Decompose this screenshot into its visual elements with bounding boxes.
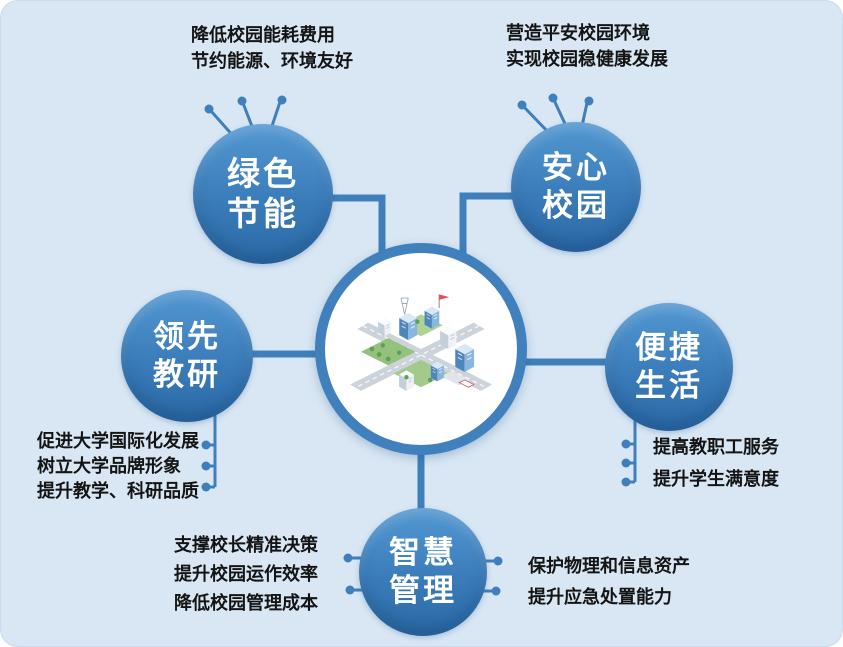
- campus-illustration: [350, 294, 492, 392]
- antenna-dots: [201, 93, 631, 596]
- annotation-convenient-life: 提高教职工服务 提升学生满意度: [653, 431, 779, 495]
- annotation-line: 提升教学、科研品质: [37, 481, 199, 501]
- annotation-line: 提升应急处置能力: [528, 587, 672, 607]
- annotation-line: 提高教职工服务: [653, 437, 779, 457]
- annotation-safe-campus: 营造平安校园环境 实现校园稳健康发展: [506, 20, 668, 72]
- node-label-line: 绿色: [227, 154, 299, 192]
- node-green-energy: 绿色 节能: [193, 124, 333, 264]
- node-label-line: 管理: [389, 573, 457, 608]
- annotation-smart-management-right: 保护物理和信息资产 提升应急处置能力: [528, 551, 690, 613]
- annotation-line: 降低校园管理成本: [174, 593, 318, 613]
- annotation-leading-research: 促进大学国际化发展 树立大学品牌形象 提升教学、科研品质: [37, 429, 199, 504]
- annotation-line: 保护物理和信息资产: [528, 556, 690, 576]
- annotation-line: 促进大学国际化发展: [37, 431, 199, 451]
- annotation-line: 降低校园能耗费用: [191, 25, 335, 45]
- node-smart-management: 智慧 管理: [359, 508, 487, 636]
- annotation-line: 营造平安校园环境: [506, 23, 650, 43]
- annotation-smart-management-left: 支撑校长精准决策 提升校园运作效率 降低校园管理成本: [174, 531, 318, 618]
- node-leading-research: 领先 教研: [121, 290, 253, 422]
- node-label-line: 校园: [542, 188, 610, 223]
- node-label-line: 安心: [542, 150, 610, 186]
- node-label-line: 便捷: [635, 330, 703, 366]
- node-label-line: 教研: [153, 357, 221, 392]
- node-label-line: 生活: [635, 368, 703, 403]
- node-label-line: 领先: [153, 319, 221, 355]
- node-safe-campus: 安心 校园: [511, 122, 641, 252]
- annotation-line: 支撑校长精准决策: [174, 535, 318, 555]
- annotation-line: 提升校园运作效率: [174, 564, 318, 584]
- annotation-green-energy: 降低校园能耗费用 节约能源、环境友好: [191, 22, 353, 74]
- node-label-line: 节能: [227, 195, 299, 232]
- node-convenient-life: 便捷 生活: [605, 303, 733, 431]
- annotation-line: 树立大学品牌形象: [37, 456, 181, 476]
- annotation-line: 提升学生满意度: [653, 469, 779, 489]
- node-label-line: 智慧: [389, 535, 457, 571]
- annotation-line: 节约能源、环境友好: [191, 51, 353, 71]
- central-campus-node: [315, 243, 527, 455]
- annotation-line: 实现校园稳健康发展: [506, 49, 668, 69]
